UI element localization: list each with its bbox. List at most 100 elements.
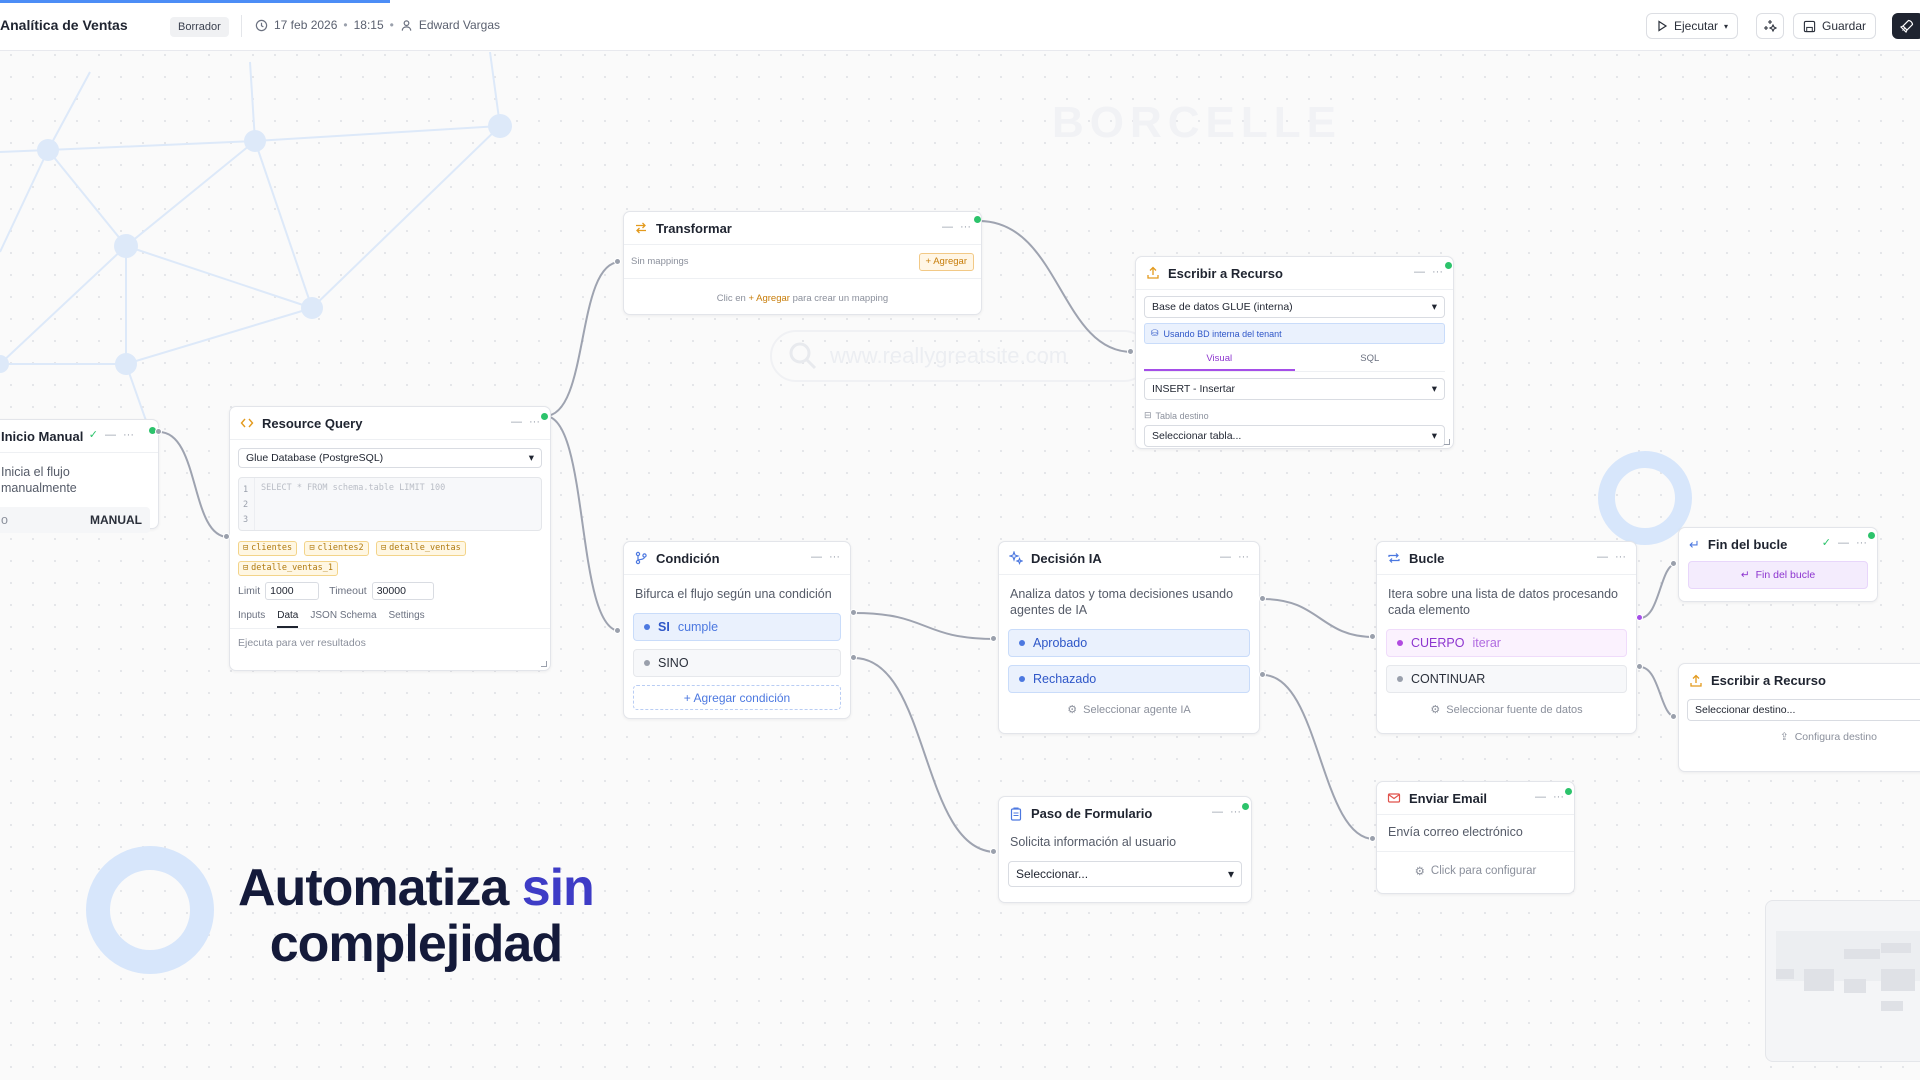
form-select[interactable]: Seleccionar... ▾ [1008, 861, 1242, 887]
output-handle-approved[interactable] [1259, 595, 1266, 602]
tab-visual[interactable]: Visual [1144, 349, 1295, 371]
publish-button[interactable] [1892, 13, 1920, 39]
branch-si[interactable]: SI cumple [633, 613, 841, 641]
workflow-title[interactable]: Analítica de Ventas [0, 17, 128, 33]
operation-select[interactable]: INSERT - Insertar ▾ [1144, 378, 1445, 400]
output-handle[interactable] [155, 428, 162, 435]
more-icon[interactable]: ··· [123, 429, 134, 441]
input-handle[interactable] [990, 635, 997, 642]
more-icon[interactable]: ··· [1238, 551, 1249, 563]
input-handle[interactable] [1670, 560, 1677, 567]
tab-json-schema[interactable]: JSON Schema [310, 610, 377, 621]
return-icon: ↵ [1740, 569, 1750, 581]
node-manual-start[interactable]: Inicio Manual ✓ — ··· Inicia el flujo ma… [0, 419, 159, 533]
database-select[interactable]: Glue Database (PostgreSQL) ▾ [238, 448, 542, 468]
resize-handle[interactable] [541, 661, 547, 667]
minimize-icon[interactable]: — [811, 551, 822, 563]
minimize-icon[interactable]: — [511, 416, 522, 428]
more-icon[interactable]: ··· [829, 551, 840, 563]
table-select[interactable]: Seleccionar tabla... ▾ [1144, 425, 1445, 447]
node-loop-end[interactable]: ↵ Fin del bucle ✓ — ··· ↵ Fin del bucle [1678, 527, 1878, 602]
output-handle-continue[interactable] [1636, 663, 1643, 670]
minimize-icon[interactable]: — [1535, 791, 1546, 803]
input-handle[interactable] [1369, 633, 1376, 640]
table-chip[interactable]: ⊟detalle_ventas_1 [238, 560, 339, 576]
input-handle[interactable] [614, 627, 621, 634]
input-handle[interactable] [1127, 348, 1134, 355]
table-chip[interactable]: ⊟clientes2 [304, 540, 369, 556]
minimize-icon[interactable]: — [1838, 537, 1849, 549]
input-handle[interactable] [1670, 713, 1677, 720]
branch-continue[interactable]: CONTINUAR [1386, 665, 1627, 693]
clock-icon [255, 19, 268, 31]
more-icon[interactable]: ··· [1615, 551, 1626, 563]
minimize-icon[interactable]: — [1220, 551, 1231, 563]
tab-settings[interactable]: Settings [388, 610, 425, 621]
gear-icon: ⚙ [1430, 704, 1441, 716]
limit-input[interactable]: 1000 [265, 582, 320, 600]
node-write-resource-2[interactable]: Escribir a Recurso Seleccionar destino..… [1678, 663, 1920, 772]
more-icon[interactable]: ··· [1230, 806, 1241, 818]
node-footer[interactable]: ⚙ Click para configurar [1377, 864, 1574, 878]
status-dot [149, 427, 156, 434]
node-condition[interactable]: Condición — ··· Bifurca el flujo según u… [623, 541, 851, 719]
input-handle[interactable] [614, 258, 621, 265]
upload-icon [1690, 674, 1702, 687]
more-icon[interactable]: ··· [960, 221, 971, 233]
minimap[interactable] [1765, 900, 1920, 1062]
branch-approved[interactable]: Aprobado [1008, 629, 1250, 657]
more-icon[interactable]: ··· [529, 416, 540, 428]
input-handle[interactable] [990, 848, 997, 855]
save-button[interactable]: Guardar [1793, 13, 1877, 39]
node-loop[interactable]: Bucle — ··· Itera sobre una lista de dat… [1376, 541, 1637, 734]
more-icon[interactable]: ··· [1856, 537, 1867, 549]
tab-data[interactable]: Data [277, 608, 299, 628]
minimize-icon[interactable]: — [1212, 806, 1223, 818]
more-icon[interactable]: ··· [1432, 266, 1443, 278]
tab-inputs[interactable]: Inputs [238, 610, 266, 621]
node-description: Bifurca el flujo según una condición [635, 587, 832, 601]
branch-rejected[interactable]: Rechazado [1008, 665, 1250, 693]
brand-watermark: BORCELLE [1052, 98, 1342, 147]
branch-body[interactable]: CUERPO iterar [1386, 629, 1627, 657]
output-handle-si[interactable] [850, 609, 857, 616]
output-handle-rejected[interactable] [1259, 671, 1266, 678]
input-handle[interactable] [223, 533, 230, 540]
run-button[interactable]: Ejecutar ▾ [1646, 13, 1739, 39]
input-handle[interactable] [1369, 835, 1376, 842]
database-select[interactable]: Base de datos GLUE (interna) ▾ [1144, 296, 1445, 318]
magic-button[interactable] [1756, 13, 1784, 39]
node-footer[interactable]: ⚙ Seleccionar agente IA [999, 703, 1259, 717]
hint-link[interactable]: + Agregar [748, 293, 790, 304]
add-condition-button[interactable]: + Agregar condición [633, 685, 841, 710]
minimize-icon[interactable]: — [1414, 266, 1425, 278]
sql-editor[interactable]: 1 2 3 SELECT * FROM schema.table LIMIT 1… [238, 477, 542, 531]
more-icon[interactable]: ··· [1553, 791, 1564, 803]
table-chip[interactable]: ⊟detalle_ventas [375, 540, 466, 556]
add-mapping-button[interactable]: + Agregar [918, 252, 974, 271]
tab-sql[interactable]: SQL [1360, 353, 1380, 364]
minimize-icon[interactable]: — [1597, 551, 1608, 563]
node-footer[interactable]: ⚙ Seleccionar fuente de datos [1377, 703, 1636, 717]
output-handle-sino[interactable] [850, 654, 857, 661]
resize-handle[interactable] [1444, 439, 1450, 445]
destination-select[interactable]: Seleccionar destino... [1687, 699, 1920, 721]
timeout-input[interactable]: 30000 [371, 582, 434, 600]
node-footer[interactable]: ⇪ Configura destino [1679, 731, 1920, 743]
table-chip[interactable]: ⊟clientes [238, 540, 298, 556]
tenant-info: ⛁ Usando BD interna del tenant [1144, 323, 1445, 344]
node-form-step[interactable]: Paso de Formulario — ··· Solicita inform… [998, 796, 1252, 903]
minimize-icon[interactable]: — [105, 429, 116, 441]
table-icon: ⊟ [309, 543, 315, 553]
workflow-meta: 17 feb 2026 • 18:15 • Edward Vargas [255, 18, 500, 32]
node-write-resource[interactable]: Escribir a Recurso — ··· Base de datos G… [1135, 256, 1454, 449]
branch-sino[interactable]: SINO [633, 649, 841, 677]
node-send-email[interactable]: Enviar Email — ··· Envía correo electrón… [1376, 781, 1575, 894]
minimize-icon[interactable]: — [942, 221, 953, 233]
output-handle-body[interactable] [1636, 614, 1643, 621]
branch-label: SINO [658, 656, 689, 670]
node-ai-decision[interactable]: Decisión IA — ··· Analiza datos y toma d… [998, 541, 1260, 734]
node-actions: — ··· [1220, 552, 1249, 563]
node-transform[interactable]: Transformar — ··· Sin mappings + Agregar… [623, 211, 982, 315]
node-resource-query[interactable]: Resource Query — ··· Glue Database (Post… [229, 406, 551, 671]
